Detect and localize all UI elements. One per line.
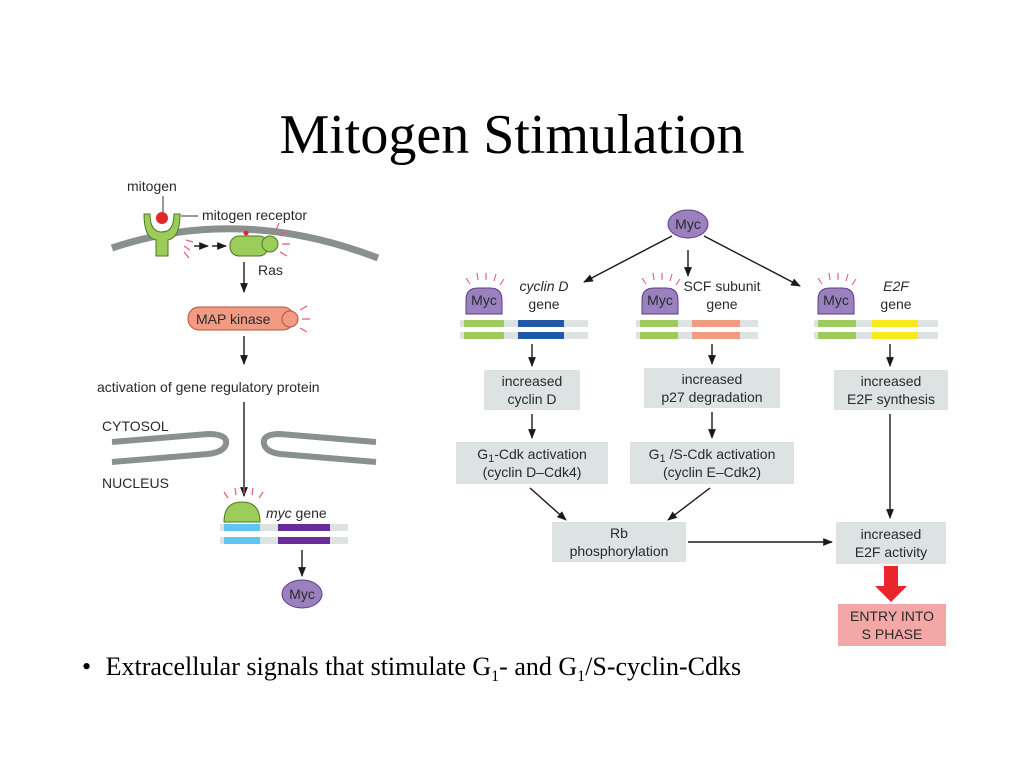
increased-e2f-synthesis-box <box>834 370 948 410</box>
cyclin-d-myc-label: Myc <box>471 292 497 308</box>
myc-protein-label: Myc <box>289 586 315 602</box>
cyclin-d-column: Myc cyclin D gene <box>460 272 588 339</box>
ras-label: Ras <box>258 262 283 278</box>
increased-cyclin-d-line2: cyclin D <box>507 391 556 407</box>
myc-to-cyclin-d-arrow <box>583 235 673 283</box>
myc-gene-dna <box>220 524 348 544</box>
myc-bound-icon <box>817 287 855 315</box>
entry-s-phase-box <box>838 604 946 646</box>
myc-bound-icon <box>641 287 679 315</box>
g1s-cdk-activation-box <box>630 442 794 484</box>
cytosol-label: CYTOSOL <box>102 418 169 434</box>
g1-cdk-activation-line2: (cyclin D–Cdk4) <box>483 464 582 480</box>
bullet-text-part1: Extracellular signals that stimulate G <box>105 652 492 681</box>
increased-e2f-synthesis-line2: E2F synthesis <box>847 391 935 407</box>
mitogen-receptor-icon <box>143 212 194 259</box>
scf-myc-label: Myc <box>647 292 673 308</box>
bullet-sub2: 1 <box>577 668 586 686</box>
entry-line1: ENTRY INTO <box>850 608 934 624</box>
bullet-text-part3: /S-cyclin-Cdks <box>585 652 742 681</box>
cdk2-to-rb-arrow <box>667 487 711 521</box>
myc-bound-icon <box>465 287 503 315</box>
red-arrow-icon <box>875 566 907 602</box>
e2f-column: Myc E2F gene <box>814 272 938 339</box>
mitogen-label: mitogen <box>127 178 177 194</box>
rb-line2: phosphorylation <box>570 543 669 559</box>
cyclin-d-gene-line1: cyclin D <box>519 278 568 294</box>
e2f-gene-line2: gene <box>880 296 911 312</box>
g1s-cdk-activation-line1: G1 /S-Cdk activation <box>649 446 776 465</box>
increased-e2f-synthesis-line1: increased <box>861 373 922 389</box>
increased-p27-line2: p27 degradation <box>661 389 762 405</box>
myc-gene-label: myc gene <box>266 505 327 521</box>
rb-line1: Rb <box>610 525 628 541</box>
e2f-activity-line2: E2F activity <box>855 544 927 560</box>
scf-gene-line2: gene <box>706 296 737 312</box>
e2f-activity-line1: increased <box>861 526 922 542</box>
g1-cdk-activation-box <box>456 442 608 484</box>
nuclear-envelope-right <box>260 430 377 465</box>
cyclin-d-gene-line2: gene <box>528 296 559 312</box>
scf-gene-line1: SCF subunit <box>683 278 760 294</box>
activation-rays-icon <box>183 239 194 259</box>
bullet-sub1: 1 <box>491 668 500 686</box>
e2f-myc-label: Myc <box>823 292 849 308</box>
regulatory-protein-icon <box>223 487 264 523</box>
slide-title: Mitogen Stimulation <box>279 104 745 166</box>
receptor-label: mitogen receptor <box>202 207 307 223</box>
nuclear-envelope-left <box>111 430 230 465</box>
ras-icon <box>229 222 290 257</box>
bullet-point: • Extracellular signals that stimulate G… <box>82 652 982 686</box>
e2f-gene-line1: E2F <box>883 278 910 294</box>
increased-cyclin-d-box <box>484 370 580 410</box>
cdk4-to-rb-arrow <box>529 487 567 521</box>
activation-label: activation of gene regulatory protein <box>97 379 320 395</box>
rb-phosphorylation-box <box>552 522 686 562</box>
map-kinase-icon <box>187 305 310 333</box>
myc-top-icon <box>667 209 709 239</box>
g1-cdk-activation-line1: G1-Cdk activation <box>477 446 587 465</box>
nucleus-label: NUCLEUS <box>102 475 169 491</box>
myc-protein-icon <box>281 579 323 609</box>
scf-column: Myc SCF subunit gene <box>636 272 761 339</box>
increased-p27-line1: increased <box>682 371 743 387</box>
increased-cyclin-d-line1: increased <box>502 373 563 389</box>
g1s-cdk-activation-line2: (cyclin E–Cdk2) <box>663 464 761 480</box>
increased-p27-degradation-box <box>644 368 780 408</box>
bullet-text-part2: - and G <box>499 652 578 681</box>
myc-to-e2f-arrow <box>703 235 801 287</box>
entry-line2: S PHASE <box>862 626 923 642</box>
bullet-marker: • <box>82 652 92 681</box>
map-kinase-label: MAP kinase <box>196 311 271 327</box>
myc-top-label: Myc <box>675 216 701 232</box>
mitogen-icon <box>156 212 168 224</box>
increased-e2f-activity-box <box>836 522 946 564</box>
cell-membrane <box>110 225 380 262</box>
